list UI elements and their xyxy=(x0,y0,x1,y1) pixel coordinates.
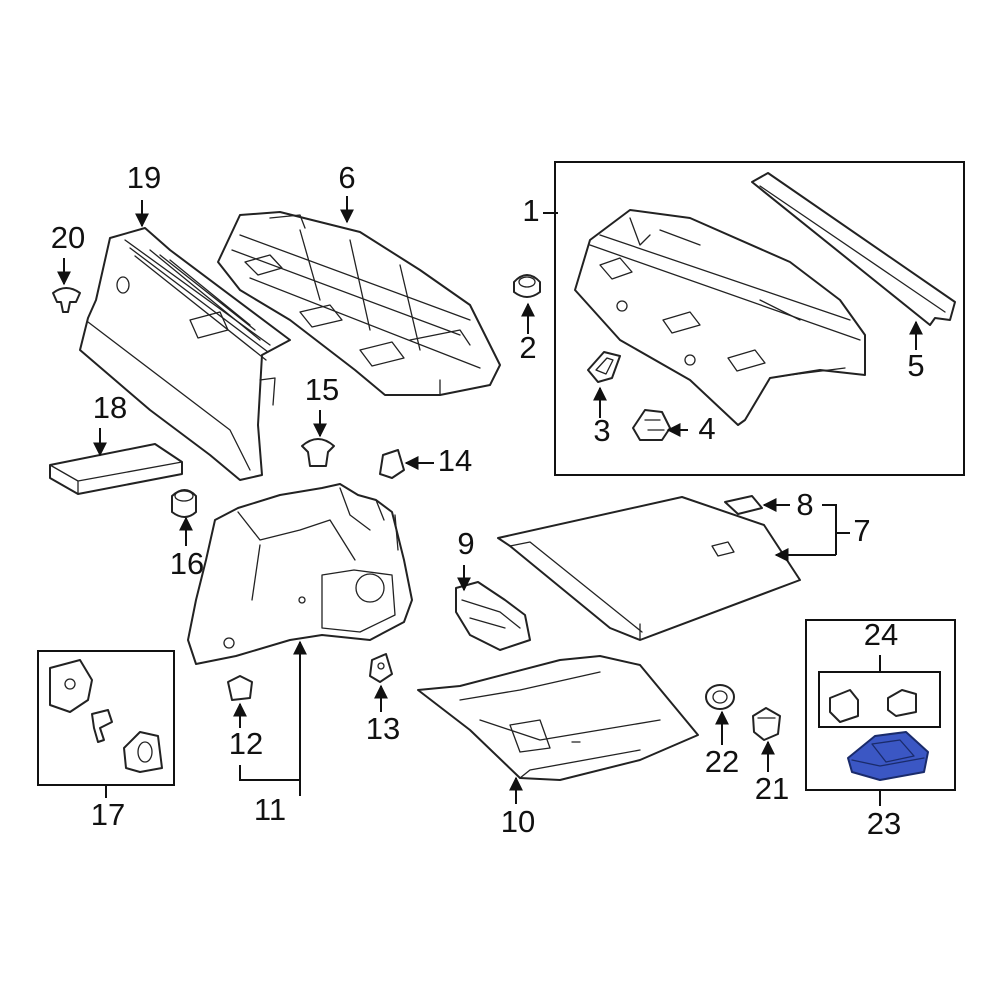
callout-11: 11 xyxy=(254,792,286,827)
seat-belt-guide-part xyxy=(587,351,621,383)
leader-lines xyxy=(57,196,923,806)
callout-16: 16 xyxy=(170,546,204,581)
callout-10: 10 xyxy=(501,804,535,839)
handle-8-part xyxy=(724,495,763,515)
clip-14-part xyxy=(379,449,405,479)
callout-13: 13 xyxy=(366,711,400,746)
group-box-1 xyxy=(554,161,965,476)
callout-1: 1 xyxy=(522,193,539,228)
callout-12: 12 xyxy=(229,726,263,761)
callout-17: 17 xyxy=(91,797,125,832)
trim-strip-part xyxy=(751,172,956,326)
callout-18: 18 xyxy=(93,390,127,425)
side-trim-panel-part xyxy=(187,483,413,665)
callout-labels: 19 6 20 1 2 18 15 3 4 5 14 16 9 8 7 24 1… xyxy=(51,160,925,841)
retainer-15-part xyxy=(301,438,335,467)
grommet-22-part xyxy=(705,684,735,710)
callout-3: 3 xyxy=(593,413,610,448)
callout-24: 24 xyxy=(864,617,898,652)
callout-9: 9 xyxy=(457,526,474,561)
callout-14: 14 xyxy=(438,443,472,478)
push-pin-part xyxy=(52,287,81,313)
callout-20: 20 xyxy=(51,220,85,255)
bracket-9-part xyxy=(455,581,531,651)
plug-16-part xyxy=(171,489,197,518)
callout-4: 4 xyxy=(698,411,715,446)
clip-12-part xyxy=(227,675,253,701)
trunk-floor-mat-part xyxy=(417,655,699,781)
callout-6: 6 xyxy=(338,160,355,195)
lamp-socket-highlighted-part xyxy=(847,731,929,781)
callout-21: 21 xyxy=(755,771,789,806)
callout-22: 22 xyxy=(705,744,739,779)
bracket-4-part xyxy=(632,409,671,441)
fastener-kit-part xyxy=(49,659,163,773)
callout-23: 23 xyxy=(867,806,901,841)
callout-15: 15 xyxy=(305,372,339,407)
rear-shelf-assembly-part xyxy=(574,209,866,426)
callout-2: 2 xyxy=(519,330,536,365)
bulbs-part xyxy=(829,689,917,723)
callout-19: 19 xyxy=(127,160,161,195)
nut-13-part xyxy=(369,653,393,683)
callout-5: 5 xyxy=(907,348,924,383)
fastener-21-part xyxy=(752,707,781,741)
trunk-floor-cover-part xyxy=(497,496,801,641)
callout-8: 8 xyxy=(796,487,813,522)
trunk-side-liner-part xyxy=(79,227,291,481)
callout-7: 7 xyxy=(853,513,870,548)
grommet-2-part xyxy=(513,274,541,298)
foam-block-part xyxy=(49,443,183,495)
package-tray-panel-part xyxy=(217,211,501,396)
